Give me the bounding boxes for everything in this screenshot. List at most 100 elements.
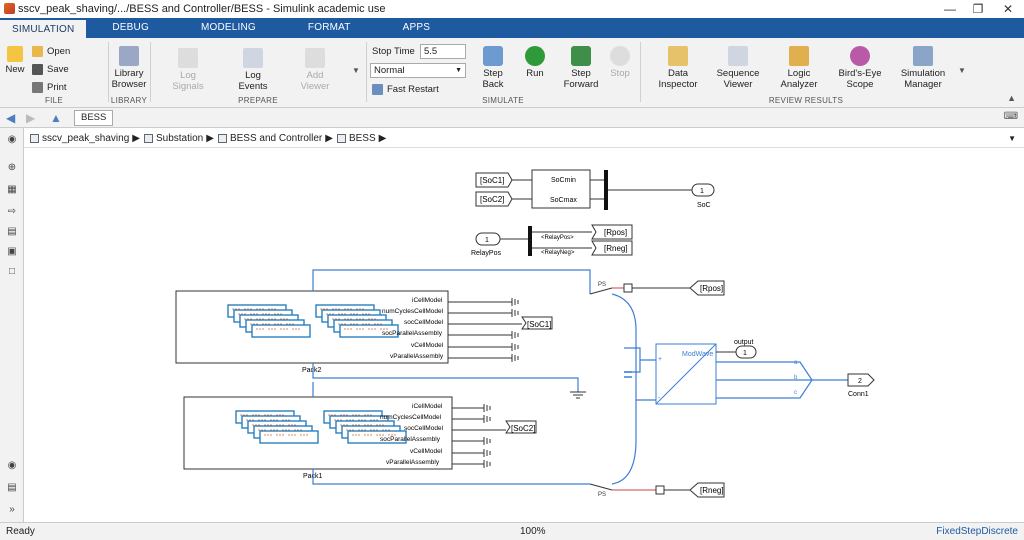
battery-cell-icon bbox=[251, 324, 311, 338]
maximize-button[interactable]: ❐ bbox=[972, 2, 984, 16]
annotation-icon[interactable]: ▤ bbox=[7, 226, 17, 237]
log-events-button[interactable]: Log Events bbox=[230, 48, 276, 92]
group-divider bbox=[640, 42, 641, 102]
switch-neg[interactable]: PS bbox=[589, 483, 690, 498]
breadcrumb-dropdown-icon[interactable]: ▼ bbox=[1008, 134, 1016, 143]
hide-explorer-icon[interactable]: ◉ bbox=[7, 134, 17, 145]
back-arrow-icon[interactable]: ◀ bbox=[6, 111, 16, 125]
property-inspector-icon[interactable]: ▤ bbox=[7, 482, 17, 493]
save-button[interactable]: Save bbox=[32, 64, 69, 75]
simulation-mode-select[interactable]: Normal▼ bbox=[370, 63, 466, 78]
goto-soc2-pack[interactable]: [SoC2] bbox=[505, 420, 537, 434]
breadcrumb-item[interactable]: BESS and Controller▶ bbox=[217, 133, 333, 144]
run-icon bbox=[525, 46, 545, 66]
soc1-tag: [SoC1] bbox=[480, 176, 504, 185]
solver-link[interactable]: FixedStepDiscrete bbox=[936, 526, 1018, 537]
tab-modeling[interactable]: MODELING bbox=[200, 22, 256, 33]
forward-arrow-icon[interactable]: ▶ bbox=[26, 111, 36, 125]
title-bar: sscv_peak_shaving/.../BESS and Controlle… bbox=[0, 0, 1024, 18]
goto-rneg[interactable]: [Rneg] bbox=[591, 240, 633, 256]
model-canvas[interactable]: [SoC1] [SoC2] SoCmin SoCmax 1 SoC 1 Rela… bbox=[24, 148, 1024, 522]
goto-soc1[interactable]: [SoC1] bbox=[475, 172, 513, 188]
birds-eye-scope-button[interactable]: Bird's-Eye Scope bbox=[834, 46, 886, 90]
outport-output[interactable]: output 1 bbox=[716, 339, 757, 359]
terminator-icon bbox=[452, 449, 491, 457]
step-forward-button[interactable]: Step Forward bbox=[562, 46, 600, 90]
zoom-in-icon[interactable]: ⊕ bbox=[7, 162, 17, 173]
stop-button[interactable]: Stop bbox=[606, 46, 634, 79]
rpos-tag: [Rpos] bbox=[604, 228, 627, 237]
output-port-number: 1 bbox=[743, 350, 747, 357]
conn-port-number: 2 bbox=[858, 378, 862, 385]
step-back-button[interactable]: Step Back bbox=[476, 46, 510, 90]
minimize-button[interactable]: — bbox=[944, 2, 956, 16]
ground-symbol bbox=[570, 391, 586, 399]
breadcrumb-item[interactable]: sscv_peak_shaving▶ bbox=[30, 133, 140, 144]
library-browser-button[interactable]: Library Browser bbox=[110, 46, 148, 90]
pack2-subsystem[interactable]: Pack2 bbox=[175, 290, 449, 374]
breadcrumb-item[interactable]: Substation▶ bbox=[143, 133, 214, 144]
connection-port-conn1[interactable]: 2 Conn1 bbox=[847, 373, 875, 398]
tab-simulation[interactable]: SIMULATION bbox=[0, 18, 87, 38]
svg-text:-: - bbox=[658, 395, 661, 402]
arrow-right-icon[interactable]: ⇨ bbox=[7, 206, 17, 217]
log-signals-label: Log Signals bbox=[172, 70, 204, 92]
pack2-out-icellmodel: iCellModel bbox=[412, 297, 443, 304]
minmax-block[interactable]: SoCmin SoCmax bbox=[531, 169, 591, 209]
log-signals-button[interactable]: Log Signals bbox=[164, 48, 212, 92]
stop-time-input[interactable]: 5.5 bbox=[420, 44, 466, 59]
inverter-block[interactable]: ModWave + - bbox=[655, 343, 717, 405]
open-button[interactable]: Open bbox=[32, 46, 70, 57]
goto-rpos[interactable]: [Rpos] bbox=[591, 224, 633, 240]
goto-soc2[interactable]: [SoC2] bbox=[475, 191, 513, 207]
breadcrumb-item[interactable]: BESS▶ bbox=[336, 133, 386, 144]
model-tab-bess[interactable]: BESS bbox=[74, 110, 114, 126]
capacitor-block[interactable] bbox=[624, 371, 632, 378]
review-results-group: Data Inspector Sequence Viewer Logic Ana… bbox=[642, 40, 970, 106]
stop-label: Stop bbox=[610, 68, 630, 79]
area-icon[interactable]: □ bbox=[8, 266, 16, 277]
image-icon[interactable]: ▣ bbox=[7, 246, 17, 257]
output-label: output bbox=[734, 339, 754, 346]
goto-soc1-pack[interactable]: [SoC1] bbox=[521, 316, 553, 330]
from-rneg[interactable]: [Rneg] bbox=[689, 482, 725, 498]
ps-label-neg: PS bbox=[598, 492, 606, 498]
fast-restart-toggle[interactable]: Fast Restart bbox=[372, 84, 439, 95]
prepare-expand-icon[interactable]: ▼ bbox=[352, 66, 360, 75]
camera-icon[interactable]: ◉ bbox=[7, 460, 17, 471]
print-button[interactable]: Print bbox=[32, 82, 67, 93]
data-inspector-icon bbox=[668, 46, 688, 66]
tab-format[interactable]: FORMAT bbox=[307, 22, 351, 33]
tab-debug[interactable]: DEBUG bbox=[112, 22, 149, 33]
run-button[interactable]: Run bbox=[520, 46, 550, 79]
new-button[interactable]: New bbox=[4, 46, 26, 75]
mux-block[interactable] bbox=[604, 170, 608, 210]
expand-icon[interactable]: » bbox=[9, 504, 15, 515]
inport-relaypos[interactable]: 1 RelayPos bbox=[471, 232, 501, 257]
fit-view-icon[interactable]: ▦ bbox=[7, 184, 17, 195]
tab-apps[interactable]: APPS bbox=[402, 22, 431, 33]
logic-analyzer-button[interactable]: Logic Analyzer bbox=[776, 46, 822, 90]
pack1-subsystem[interactable]: Pack1 bbox=[183, 396, 453, 480]
data-inspector-button[interactable]: Data Inspector bbox=[656, 46, 700, 90]
collapse-ribbon-icon[interactable]: ▲ bbox=[1007, 93, 1016, 103]
switch-pos[interactable]: PS bbox=[589, 282, 690, 295]
sequence-viewer-button[interactable]: Sequence Viewer bbox=[714, 46, 762, 90]
cell-array-graphic bbox=[235, 410, 407, 444]
add-viewer-button[interactable]: Add Viewer bbox=[292, 48, 338, 92]
close-button[interactable]: ✕ bbox=[1002, 2, 1014, 16]
up-arrow-icon[interactable]: ▲ bbox=[50, 111, 62, 125]
birds-eye-scope-label: Bird's-Eye Scope bbox=[838, 68, 882, 90]
fast-restart-icon bbox=[372, 84, 383, 95]
keyboard-icon[interactable]: ⌨ bbox=[1003, 111, 1018, 122]
review-group-label: REVIEW RESULTS bbox=[768, 96, 844, 105]
simulation-manager-button[interactable]: Simulation Manager bbox=[894, 46, 952, 90]
bus-selector-block[interactable] bbox=[528, 226, 532, 256]
terminator-icon bbox=[448, 354, 519, 362]
outport-soc[interactable]: 1 SoC bbox=[691, 183, 715, 209]
open-label: Open bbox=[47, 46, 71, 57]
print-label: Print bbox=[47, 82, 67, 93]
pack1-outputs: iCellModel numCyclesCellModel socCellMod… bbox=[380, 403, 444, 466]
review-expand-icon[interactable]: ▼ bbox=[958, 66, 966, 75]
from-rpos[interactable]: [Rpos] bbox=[689, 280, 725, 296]
